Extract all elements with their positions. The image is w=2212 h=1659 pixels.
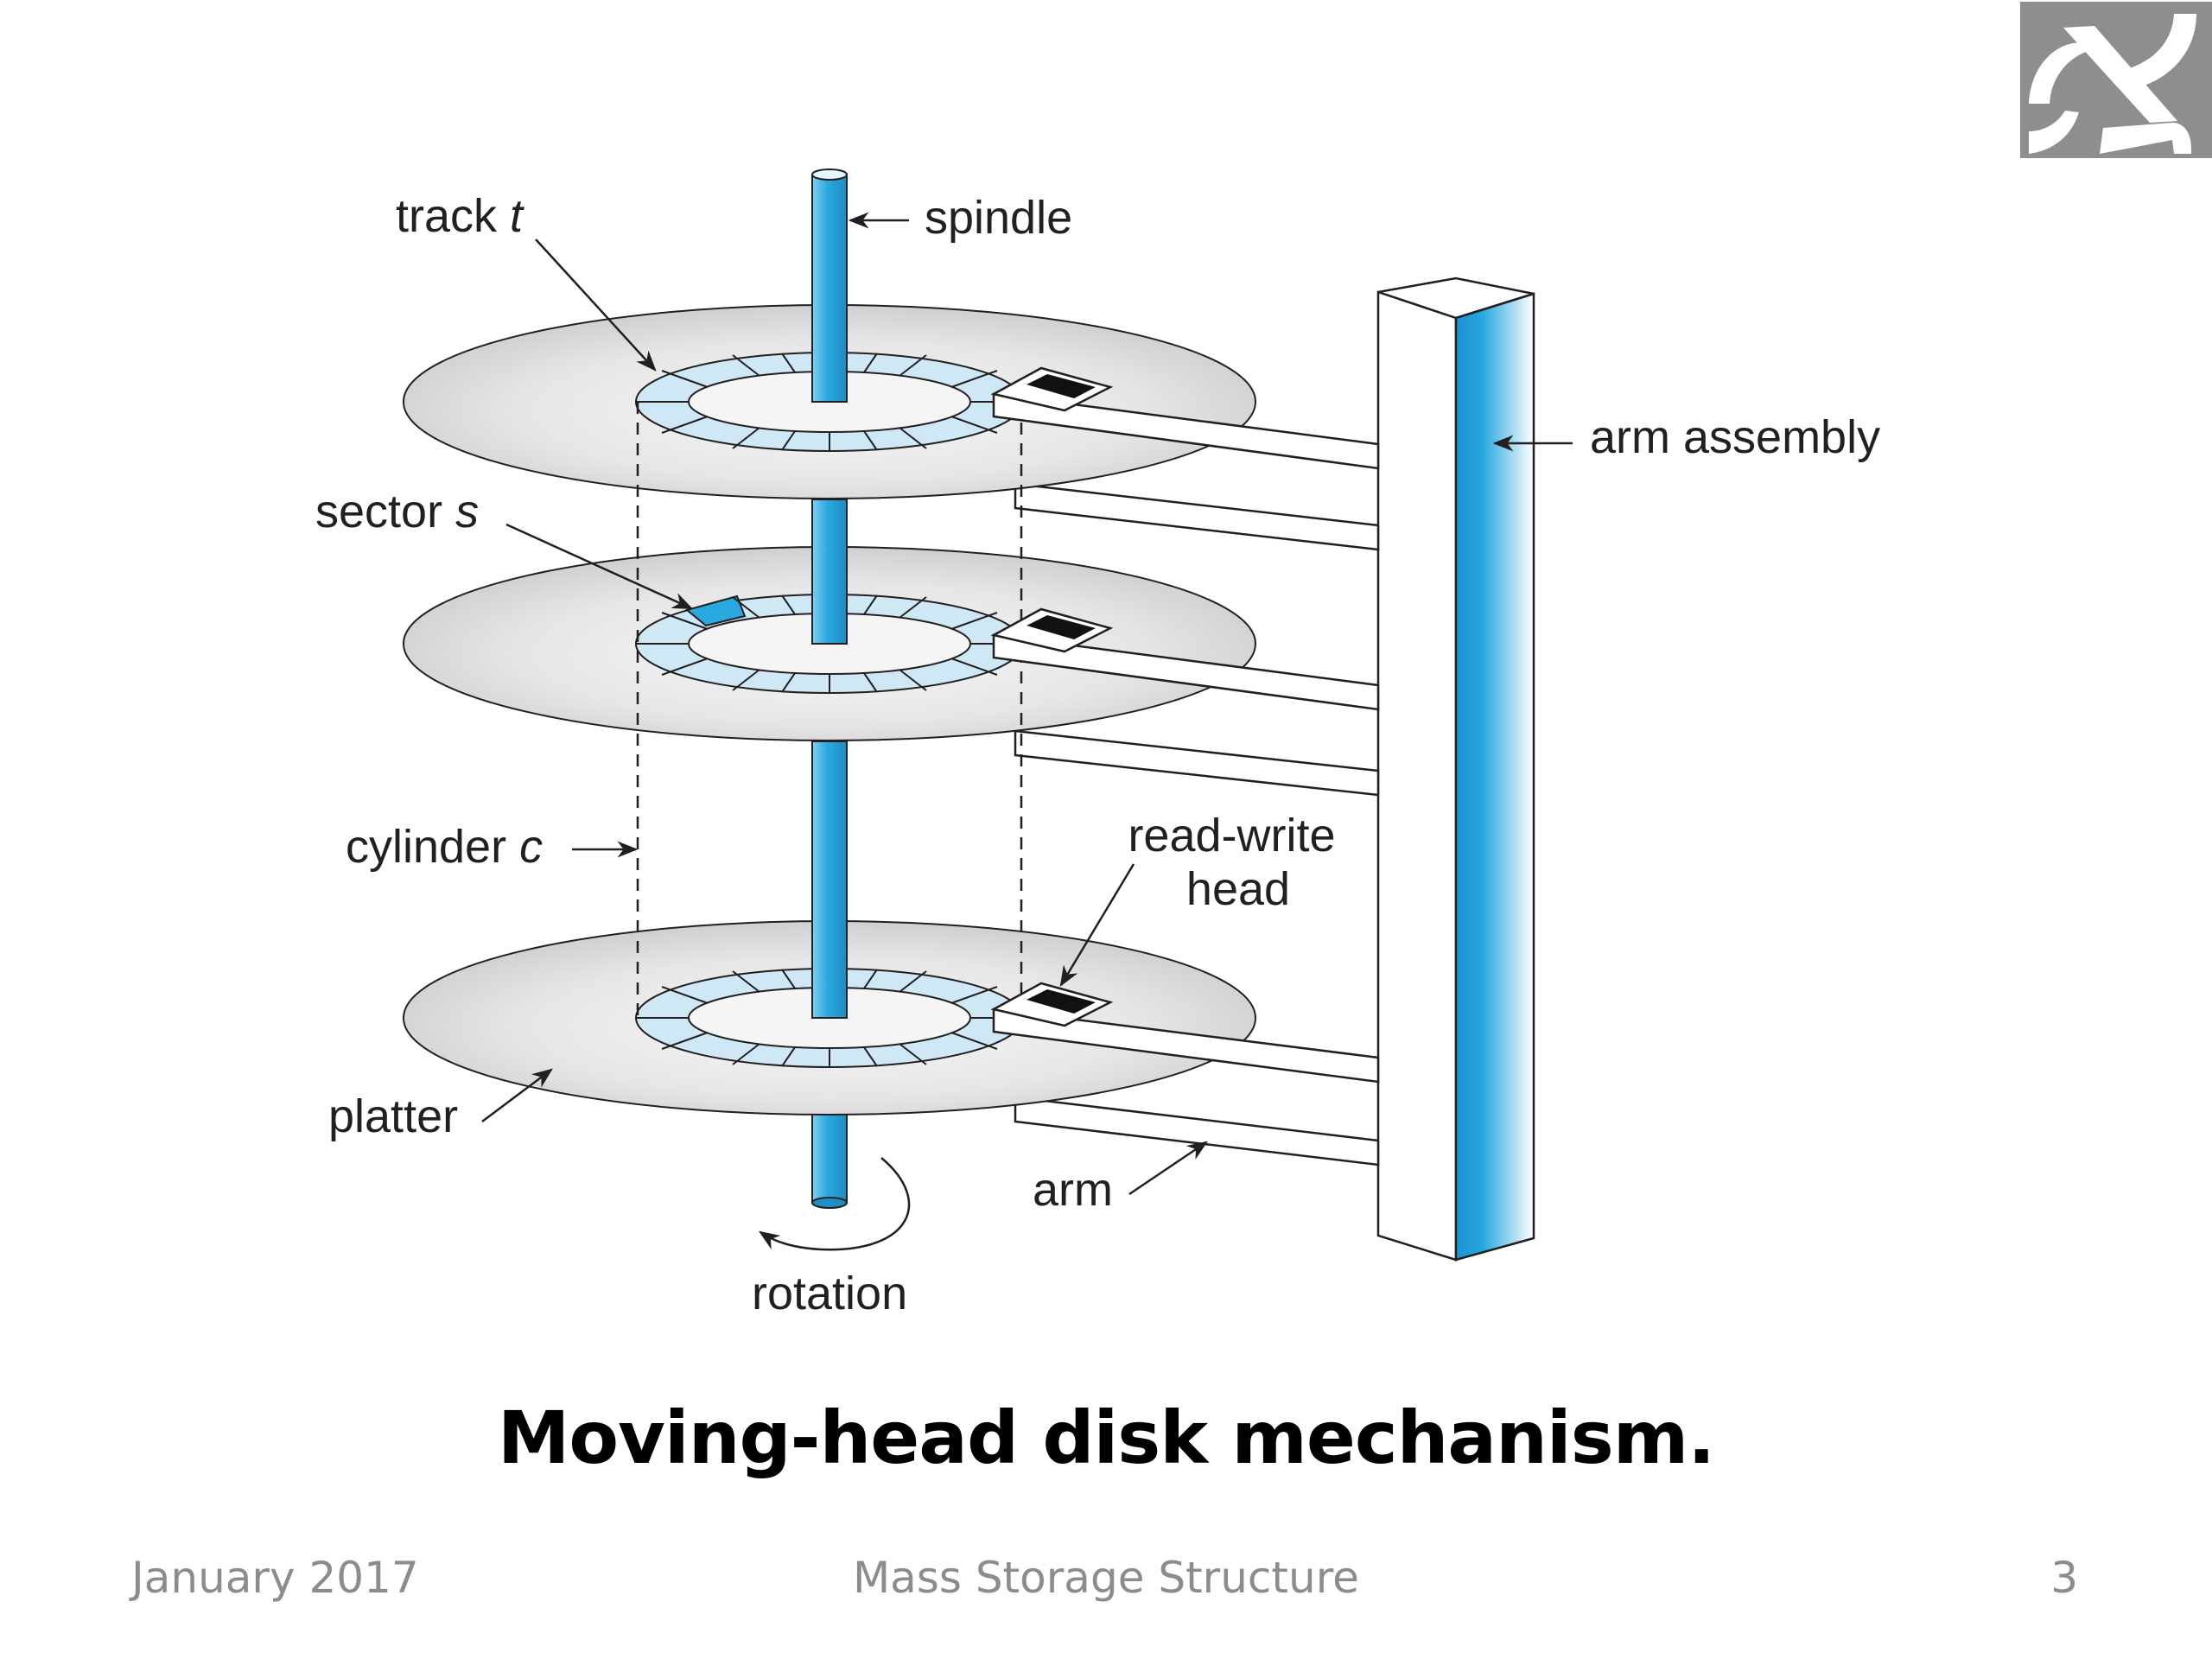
label-arm-assembly: arm assembly (1590, 411, 1880, 463)
label-spindle: spindle (925, 192, 1072, 244)
slide-caption: Moving-head disk mechanism. (497, 1395, 1715, 1480)
footer-date: January 2017 (131, 1553, 419, 1603)
rotation-arrow (759, 1157, 911, 1251)
arm-assembly (1376, 276, 1535, 1262)
spindle (811, 168, 848, 1019)
label-rotation: rotation (752, 1268, 907, 1319)
read-write-heads (1027, 374, 1096, 1014)
leader-lines (481, 212, 1573, 1196)
label-arm: arm (1033, 1164, 1113, 1216)
label-sector: sector s (315, 486, 479, 537)
label-platter: platter (328, 1090, 458, 1142)
label-read-write-head: read-write head (1128, 810, 1348, 915)
footer-page-number: 3 (2050, 1553, 2078, 1603)
arm-lower-surfaces (1014, 482, 1380, 1166)
footer-title: Mass Storage Structure (853, 1553, 1359, 1603)
spindle-lower (811, 1112, 848, 1204)
label-cylinder: cylinder c (346, 821, 543, 873)
sector-highlight (684, 594, 747, 627)
label-track: track t (396, 190, 524, 242)
arm-upper-surfaces (990, 366, 1380, 1084)
university-logo-icon (2020, 2, 2212, 158)
